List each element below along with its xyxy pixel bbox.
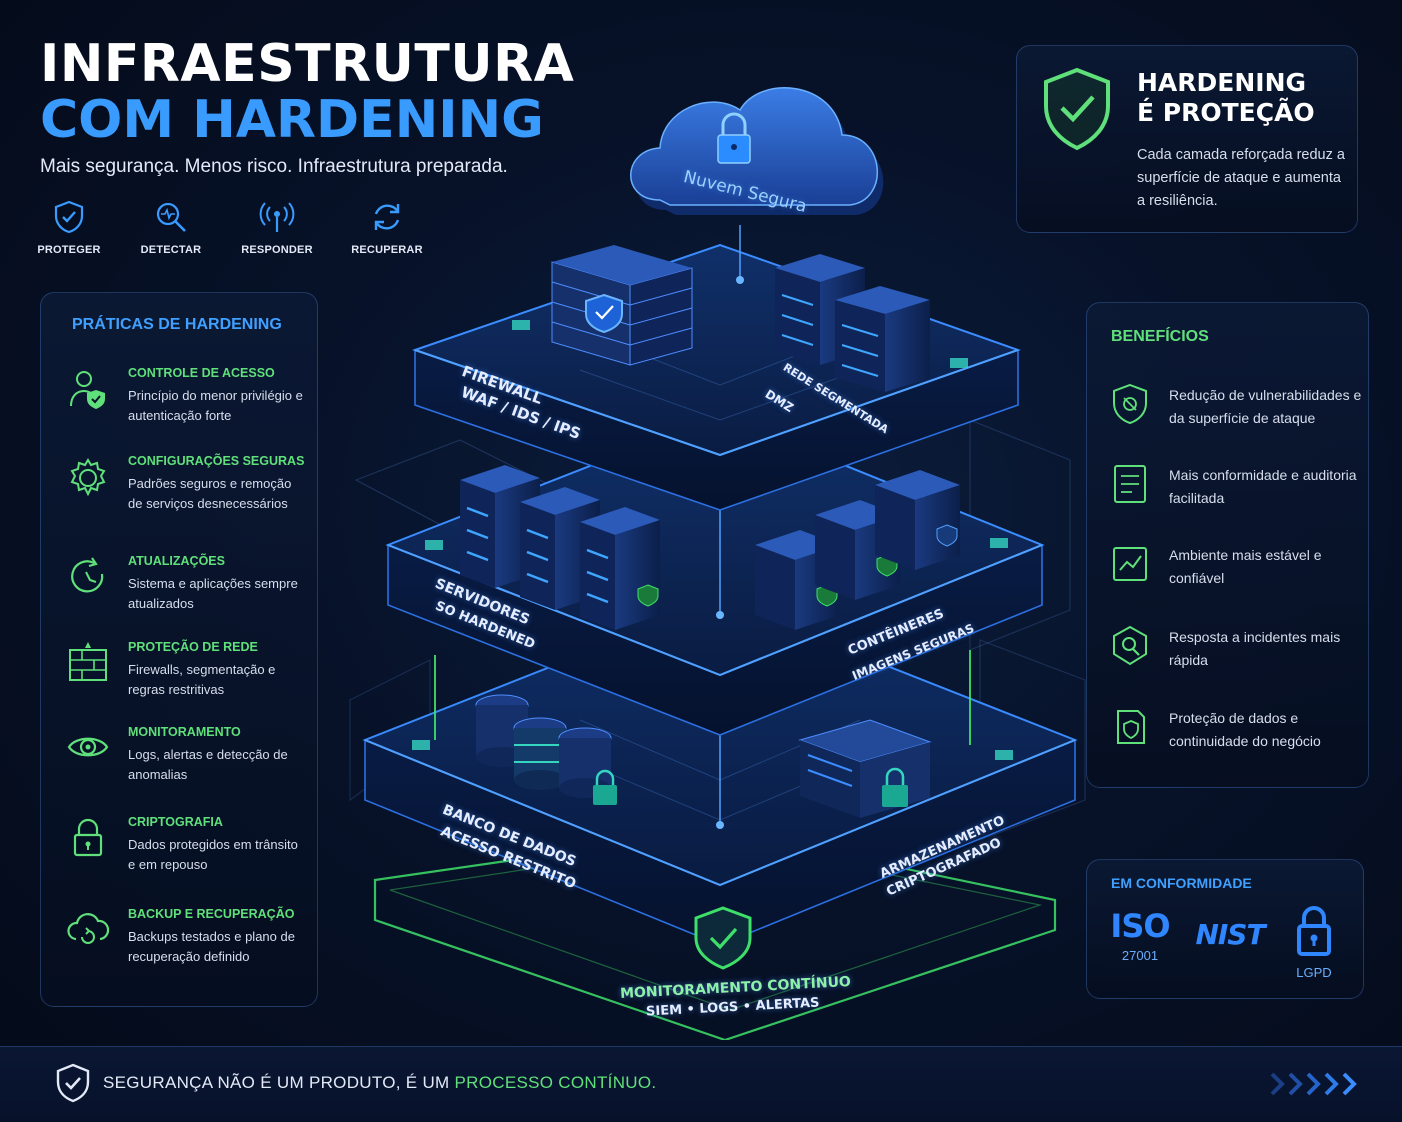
practice-desc: Dados protegidos em trânsito e em repous… <box>128 837 298 872</box>
page-title-line2: COM HARDENING <box>40 90 544 150</box>
shield-bug-icon <box>1113 383 1147 425</box>
layer-compute <box>385 413 1045 736</box>
benefit-item: Proteção de dados e continuidade do negó… <box>1110 705 1360 751</box>
footer-bar <box>0 1046 1402 1122</box>
practice-desc: Princípio do menor privilégio e autentic… <box>128 388 303 423</box>
practice-desc: Padrões seguros e remoção de serviços de… <box>128 476 292 511</box>
infrastructure-diagram <box>349 87 1086 1040</box>
cloud-backup-icon <box>67 913 110 944</box>
practice-title: CRIPTOGRAFIA <box>128 815 223 829</box>
practice-desc: Backups testados e plano de recuperação … <box>128 929 295 964</box>
container-icon <box>875 470 960 570</box>
eye-icon <box>67 737 109 757</box>
compliance-panel <box>1086 859 1364 999</box>
practice-title: BACKUP E RECUPERAÇÃO <box>128 907 295 921</box>
iso-badge: ISO 27001 <box>1104 908 1176 963</box>
pillar-label: RESPONDER <box>241 244 313 256</box>
benefit-text: Mais conformidade e auditoria facilitada <box>1169 467 1357 506</box>
shield-check-icon <box>1044 67 1110 151</box>
pillar-detectar: DETECTAR <box>126 200 216 258</box>
shield-check-icon <box>56 1063 90 1103</box>
pillar-responder: RESPONDER <box>232 200 322 258</box>
shield-check-icon <box>54 200 84 234</box>
practice-title: MONITORAMENTO <box>128 725 241 739</box>
cloud-icon <box>630 87 884 215</box>
firewall-wall-icon <box>551 245 693 366</box>
user-shield-icon <box>70 371 105 409</box>
benefit-text: Ambiente mais estável e confiável <box>1169 547 1322 586</box>
practice-title: PROTEÇÃO DE REDE <box>128 640 258 654</box>
benefit-text: Proteção de dados e continuidade do negó… <box>1169 710 1321 749</box>
footer-text-highlight: PROCESSO CONTÍNUO. <box>454 1073 657 1092</box>
checklist-icon <box>1114 465 1146 503</box>
practices-title: PRÁTICAS DE HARDENING <box>72 316 282 333</box>
iso-label: 27001 <box>1121 948 1159 963</box>
footer-tagline: SEGURANÇA NÃO É UM PRODUTO, É UM PROCESS… <box>103 1073 656 1093</box>
iso-logo: ISO <box>1110 907 1170 945</box>
storage-icon <box>798 719 932 818</box>
practice-title: CONFIGURAÇÕES SEGURAS <box>128 454 305 468</box>
practice-title: ATUALIZAÇÕES <box>128 554 225 568</box>
benefits-title: BENEFÍCIOS <box>1111 328 1209 345</box>
benefit-text: Resposta a incidentes mais rápida <box>1169 629 1341 668</box>
hardening-panel <box>1016 45 1358 233</box>
practice-title: CONTROLE DE ACESSO <box>128 366 275 380</box>
lgpd-badge: LGPD <box>1288 902 1340 980</box>
pillar-label: DETECTAR <box>140 244 202 256</box>
layer-perimeter <box>411 243 1022 511</box>
hardening-title-line2: É PROTEÇÃO <box>1137 98 1315 127</box>
lock-icon <box>73 818 103 857</box>
stable-chart-icon <box>1113 547 1147 581</box>
broadcast-icon <box>259 202 295 232</box>
monitor-base-outline <box>373 828 1057 1040</box>
practice-desc: Sistema e aplicações sempre atualizados <box>128 576 298 611</box>
hardening-title-line1: HARDENING <box>1137 68 1307 97</box>
data-shield-icon <box>1117 710 1145 744</box>
database-icon <box>475 694 617 805</box>
incident-search-icon <box>1113 625 1147 666</box>
chevrons-right-icon <box>1270 1072 1357 1096</box>
benefit-text: Redução de vulnerabilidades e da superfí… <box>1169 387 1362 426</box>
practice-desc: Firewalls, segmentação e regras restriti… <box>128 662 276 697</box>
pillar-proteger: PROTEGER <box>24 200 114 258</box>
benefit-item: Mais conformidade e auditoria facilitada <box>1110 462 1360 508</box>
pillar-recuperar: RECUPERAR <box>342 200 432 258</box>
monitor-shield-icon <box>694 906 752 970</box>
lock-icon <box>1297 906 1331 956</box>
update-icon <box>71 557 104 593</box>
gear-icon <box>70 458 106 497</box>
server-rack-icon <box>580 507 660 630</box>
lgpd-label: LGPD <box>1296 965 1332 980</box>
page-subtitle: Mais segurança. Menos risco. Infraestrut… <box>40 156 508 177</box>
page-title-line1: INFRAESTRUTURA <box>40 34 575 94</box>
benefit-item: Ambiente mais estável e confiável <box>1110 542 1360 588</box>
footer-text-main: SEGURANÇA NÃO É UM PRODUTO, É UM <box>103 1073 455 1092</box>
compliance-title: EM CONFORMIDADE <box>1111 875 1252 891</box>
network-rack-icon <box>835 286 930 392</box>
refresh-icon <box>374 204 400 230</box>
benefit-item: Redução de vulnerabilidades e da superfí… <box>1110 382 1361 428</box>
practice-desc: Logs, alertas e detecção de anomalias <box>128 747 288 782</box>
benefit-item: Resposta a incidentes mais rápida <box>1110 624 1360 670</box>
benefits-panel <box>1086 302 1369 788</box>
network-firewall-icon <box>69 642 107 681</box>
nist-badge: NIST <box>1190 918 1270 951</box>
pillar-label: RECUPERAR <box>351 244 423 256</box>
nist-logo: NIST <box>1195 918 1265 951</box>
pillar-label: PROTEGER <box>37 244 101 256</box>
magnifier-pulse-icon <box>156 202 186 232</box>
hardening-text: Cada camada reforçada reduz a superfície… <box>1137 147 1345 209</box>
